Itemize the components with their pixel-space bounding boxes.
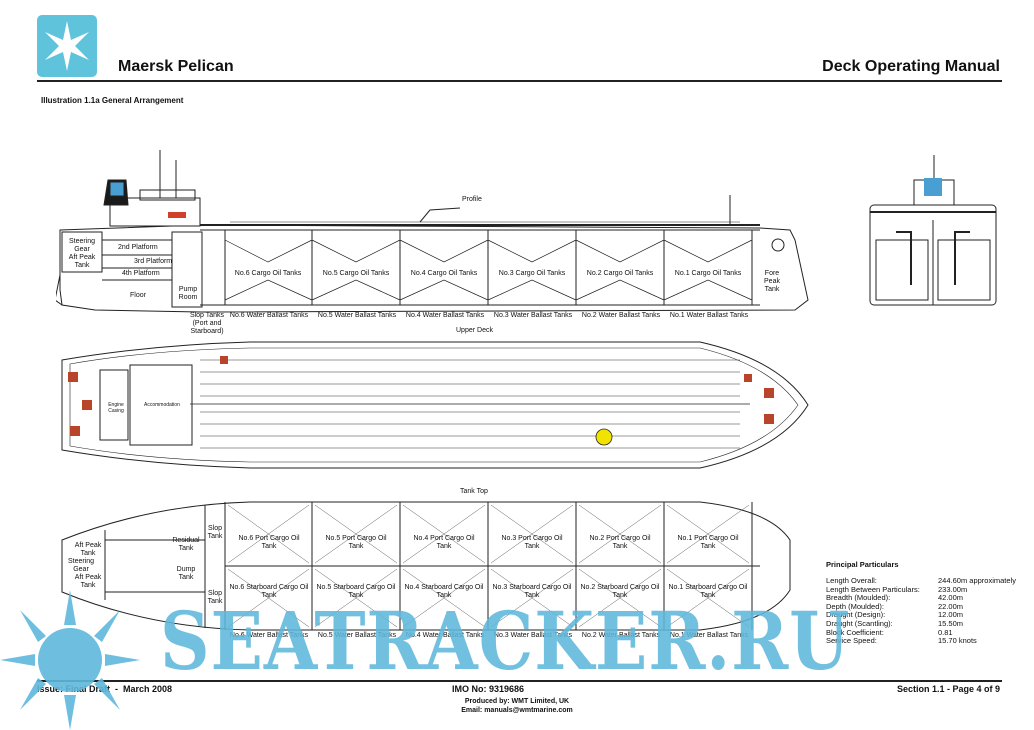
particulars-title: Principal Particulars	[826, 560, 899, 569]
upper-deck-title: Upper Deck	[456, 327, 493, 334]
particulars-value: 15.70 knots	[938, 636, 977, 646]
profile-ballast-tank-6: No.6 Water Ballast Tanks	[229, 312, 309, 319]
tank-top-port-1: No.1 Port Cargo Oil Tank	[677, 535, 739, 550]
tank-top-ballast-2: No.2 Water Ballast Tanks	[581, 632, 661, 639]
particulars-key: Draught (Scantling):	[826, 618, 893, 628]
watermark-sun-icon	[0, 590, 140, 730]
particulars-value: 0.81	[938, 627, 953, 637]
profile-cargo-tank-5: No.5 Cargo Oil Tanks	[322, 270, 390, 277]
manual-title: Deck Operating Manual	[822, 58, 1000, 75]
midship-section-drawing	[869, 155, 997, 306]
watermark-text: SEATRACKER.RU	[160, 594, 850, 688]
principal-particulars: Principal Particulars Length Overall: 244…	[826, 560, 1026, 646]
ship-name: Maersk Pelican	[118, 58, 234, 75]
tank-top-stbd-6: No.6 Starboard Cargo Oil Tank	[229, 584, 309, 599]
footer-email: Email: manuals@wmtmarine.com	[461, 707, 573, 714]
tank-top-port-5: No.5 Port Cargo Oil Tank	[325, 535, 387, 550]
profile-cargo-tank-6: No.6 Cargo Oil Tanks	[234, 270, 302, 277]
footer-imo: IMO No: 9319686	[452, 684, 525, 694]
tank-top-slop-port: Slop Tank	[207, 525, 223, 540]
tank-top-drawing	[61, 501, 791, 631]
header-rule	[37, 80, 1002, 82]
footer-section: Section 1.1 - Page 4 of 9	[896, 684, 1000, 694]
particulars-value: 15.50m	[938, 618, 964, 628]
particulars-key: Length Overall:	[826, 576, 877, 585]
profile-cargo-tank-4: No.4 Cargo Oil Tanks	[410, 270, 478, 277]
particulars-value: 233.00m	[938, 584, 968, 594]
particulars-row: Breadth (Moulded): 42.00m	[826, 594, 1026, 603]
particulars-value: 244.60m approximately	[938, 576, 1016, 585]
particulars-key: Draught (Design):	[826, 610, 886, 620]
profile-ballast-tank-5: No.5 Water Ballast Tanks	[317, 312, 397, 319]
profile-ballast-tank-3: No.3 Water Ballast Tanks	[493, 312, 573, 319]
profile-ballast-tank-4: No.4 Water Ballast Tanks	[405, 312, 485, 319]
particulars-value: 12.00m	[938, 610, 964, 620]
particulars-row: Block Coefficient: 0.81	[826, 627, 1026, 638]
profile-label-pumproom: Pump Room	[178, 286, 198, 301]
tank-top-aftpeak-2: Aft Peak Tank	[74, 574, 102, 589]
profile-ballast-tank-1: No.1 Water Ballast Tanks	[669, 312, 749, 319]
particulars-row: Draught (Scantling): 15.50m	[826, 618, 1026, 629]
tank-top-ballast-4: No.4 Water Ballast Tanks	[405, 632, 485, 639]
particulars-row: Depth (Moulded): 22.00m	[826, 601, 1026, 612]
tank-top-port-2: No.2 Port Cargo Oil Tank	[589, 535, 651, 550]
profile-cargo-tank-2: No.2 Cargo Oil Tanks	[586, 270, 654, 277]
profile-label-slop: Slop Tanks (Port and Starboard)	[189, 312, 225, 335]
particulars-row: Service Speed: 15.70 knots	[826, 637, 1026, 646]
upper-deck-drawing	[61, 341, 809, 469]
profile-ballast-tank-2: No.2 Water Ballast Tanks	[581, 312, 661, 319]
particulars-key: Depth (Moulded):	[826, 601, 884, 611]
profile-label-platform4: 4th Platform	[122, 270, 160, 277]
profile-cargo-tank-1: No.1 Cargo Oil Tanks	[674, 270, 742, 277]
tank-top-steering: Steering Gear	[67, 558, 95, 573]
particulars-row: Length Overall: 244.60m approximately	[826, 576, 1026, 586]
footer-rule	[37, 680, 1002, 682]
tank-top-stbd-2: No.2 Starboard Cargo Oil Tank	[580, 584, 660, 599]
tank-top-slop-stbd: Slop Tank	[207, 590, 223, 605]
profile-label-platform2: 2nd Platform	[118, 244, 158, 251]
profile-title: Profile	[462, 196, 482, 203]
particulars-row: Draught (Design): 12.00m	[826, 611, 1026, 620]
tank-top-stbd-4: No.4 Starboard Cargo Oil Tank	[404, 584, 484, 599]
tank-top-ballast-6: No.6 Water Ballast Tanks	[229, 632, 309, 639]
particulars-key: Length Between Particulars:	[826, 584, 920, 594]
profile-label-steering: Steering Gear	[68, 238, 96, 253]
upper-deck-engine-casing: Engine Casing	[108, 402, 124, 414]
tank-top-port-4: No.4 Port Cargo Oil Tank	[413, 535, 475, 550]
profile-cargo-tank-3: No.3 Cargo Oil Tanks	[498, 270, 566, 277]
particulars-row: Length Between Particulars: 233.00m	[826, 584, 1026, 595]
tank-top-stbd-3: No.3 Starboard Cargo Oil Tank	[492, 584, 572, 599]
tank-top-dump: Dump Tank	[176, 566, 196, 581]
tank-top-aftpeak-1: Aft Peak Tank	[74, 542, 102, 557]
particulars-key: Service Speed:	[826, 636, 877, 646]
tank-top-stbd-1: No.1 Starboard Cargo Oil Tank	[668, 584, 748, 599]
tank-top-title: Tank Top	[460, 488, 488, 495]
profile-label-aftpeak: Aft Peak Tank	[68, 254, 96, 269]
star-logo-icon	[45, 21, 89, 71]
profile-label-floor: Floor	[130, 292, 146, 299]
profile-label-platform3: 3rd Platform	[134, 258, 173, 265]
tank-top-stbd-5: No.5 Starboard Cargo Oil Tank	[316, 584, 396, 599]
tank-top-ballast-3: No.3 Water Ballast Tanks	[493, 632, 573, 639]
tank-top-ballast-1: No.1 Water Ballast Tanks	[669, 632, 749, 639]
profile-drawing	[56, 150, 809, 313]
particulars-value: 42.00m	[938, 593, 964, 603]
tank-top-residual: Residual Tank	[172, 537, 200, 552]
footer-produced: Produced by: WMT Limited, UK	[464, 698, 570, 705]
particulars-key: Breadth (Moulded):	[826, 593, 891, 603]
illustration-caption: Illustration 1.1a General Arrangement	[41, 96, 184, 105]
particulars-key: Block Coefficient:	[826, 627, 884, 637]
particulars-value: 22.00m	[938, 601, 964, 611]
company-logo	[37, 15, 97, 77]
tank-top-ballast-5: No.5 Water Ballast Tanks	[317, 632, 397, 639]
profile-label-forepeak: Fore Peak Tank	[764, 270, 780, 293]
tank-top-port-3: No.3 Port Cargo Oil Tank	[501, 535, 563, 550]
tank-top-port-6: No.6 Port Cargo Oil Tank	[238, 535, 300, 550]
upper-deck-accommodation: Accommodation	[144, 402, 180, 408]
